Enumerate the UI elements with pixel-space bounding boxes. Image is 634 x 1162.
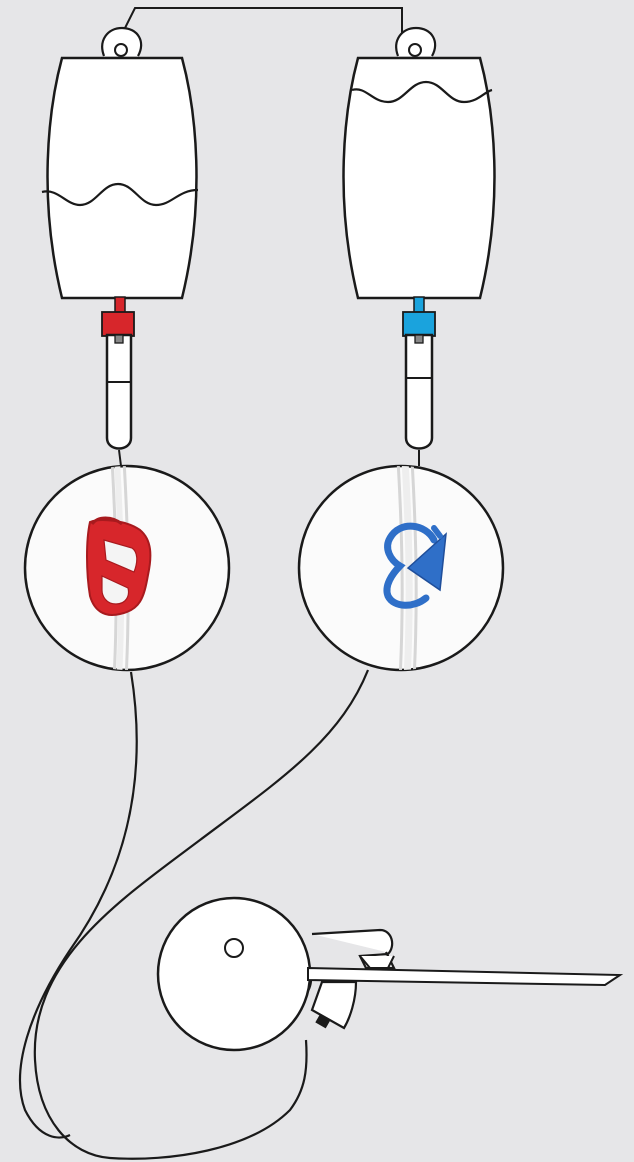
right-bag-body bbox=[344, 58, 495, 298]
left-drip-chamber bbox=[107, 335, 131, 449]
left-bag-hole bbox=[115, 44, 127, 56]
right-connector bbox=[403, 312, 435, 336]
red-clamp bbox=[87, 518, 150, 615]
left-tube-top bbox=[119, 450, 121, 466]
left-iv-bag bbox=[42, 28, 198, 466]
right-iv-bag bbox=[344, 28, 495, 466]
syringe-device bbox=[158, 898, 620, 1050]
right-drip-spike bbox=[415, 335, 423, 343]
right-connector-stem bbox=[414, 297, 424, 313]
left-drip-spike bbox=[115, 335, 123, 343]
left-bag-body bbox=[48, 58, 197, 298]
left-clamp-magnifier bbox=[25, 460, 229, 680]
right-clamp-magnifier bbox=[299, 460, 503, 680]
hanger-bar bbox=[120, 8, 402, 40]
left-connector-stem bbox=[115, 297, 125, 313]
right-drip-chamber bbox=[406, 335, 432, 449]
right-bag-hole bbox=[409, 44, 421, 56]
left-tube bbox=[20, 672, 137, 1137]
device-bulb bbox=[158, 898, 310, 1050]
device-bulb-port bbox=[225, 939, 243, 957]
left-connector bbox=[102, 312, 134, 336]
